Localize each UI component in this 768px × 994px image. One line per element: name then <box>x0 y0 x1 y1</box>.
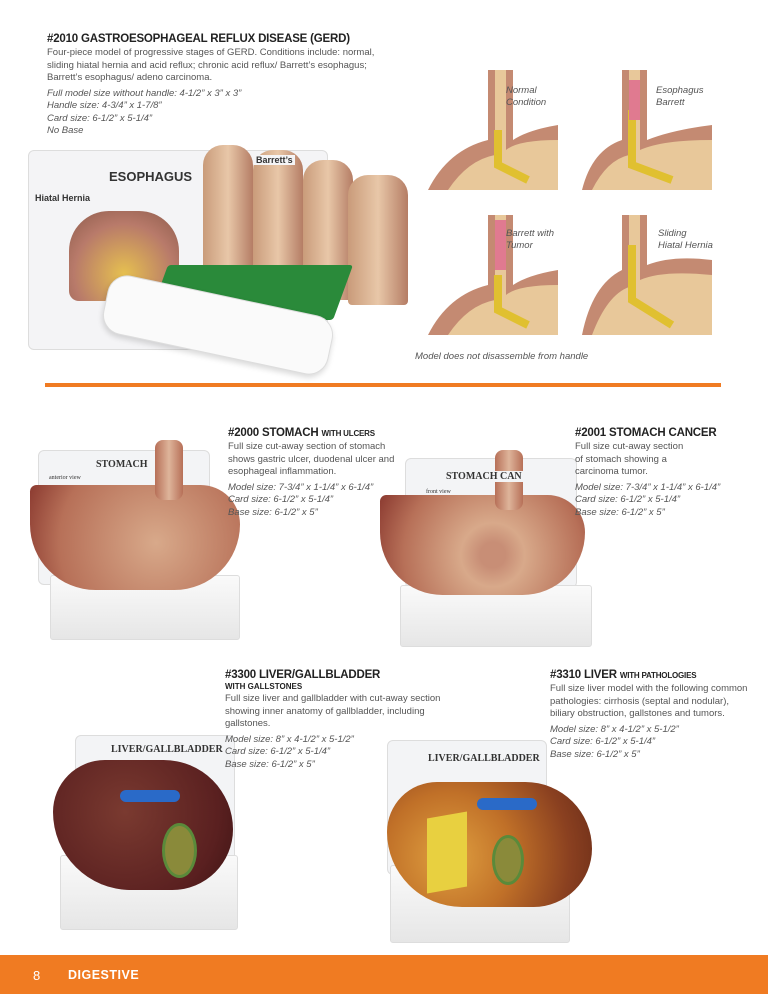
stomach-ulcers-title: #2000 STOMACH WITH ULCERS <box>228 427 408 439</box>
page-footer: 8 DIGESTIVE <box>0 955 768 994</box>
stomach-cancer-description: Full size cut-away section of stomach sh… <box>575 441 684 477</box>
spec-line: Card size: 6-1/2” x 5-1/4” <box>225 746 331 757</box>
card-title: ESOPHAGUS <box>109 169 193 184</box>
stomach-ulcers-image: STOMACH anterior view <box>30 440 245 645</box>
gerd-description: Four-piece model of progressive stages o… <box>47 47 375 83</box>
liver-pathologies-specs: Model size: 8” x 4-1/2” x 5-1/2” Card si… <box>550 724 750 762</box>
liver-pathologies-description: Full size liver model with the following… <box>550 683 748 719</box>
liver-gallbladder-image: LIVER/GALLBLADDER <box>50 735 250 935</box>
liver-gallbladder-specs: Model size: 8” x 4-1/2” x 5-1/2” Card si… <box>225 734 460 772</box>
card-label: Barrett’s <box>254 155 295 165</box>
liver-pathologies-section: #3310 LIVER WITH PATHOLOGIES Full size l… <box>550 669 750 761</box>
stomach-ulcers-section: #2000 STOMACH WITH ULCERS Full size cut-… <box>228 427 408 519</box>
card-label: front view <box>424 489 453 495</box>
spec-line: Handle size: 4-3/4” x 1-7/8” <box>47 100 162 111</box>
gerd-specs: Full model size without handle: 4-1/2” x… <box>47 88 377 138</box>
liver-pathologies-image: LIVER/GALLBLADDER <box>382 740 597 945</box>
panel-caption: Esophagus Barrett <box>656 85 704 108</box>
liver-gallbladder-description: Full size liver and gallbladder with cut… <box>225 693 441 729</box>
panel-barrett-with-tumor: Barrett with Tumor <box>418 215 560 335</box>
title-main: #3310 LIVER <box>550 669 617 681</box>
card-label: anterior view <box>47 475 83 481</box>
stomach-cancer-section: #2001 STOMACH CANCER Full size cut-away … <box>575 427 750 519</box>
section-divider <box>45 383 721 387</box>
gerd-section: #2010 GASTROESOPHAGEAL REFLUX DISEASE (G… <box>47 33 377 138</box>
panel-caption: Sliding Hiatal Hernia <box>658 228 713 251</box>
panel-esophagus-barrett: Esophagus Barrett <box>572 70 714 190</box>
title-main: #2000 STOMACH <box>228 427 319 439</box>
section-label: DIGESTIVE <box>68 968 140 982</box>
title-small: WITH ULCERS <box>321 429 376 438</box>
panel-caption: Normal Condition <box>506 85 547 108</box>
spec-line: Full model size without handle: 4-1/2” x… <box>47 87 242 99</box>
spec-line: Card size: 6-1/2” x 5-1/4” <box>228 494 334 505</box>
stomach-cancer-specs: Model size: 7-3/4” x 1-1/4” x 6-1/4” Car… <box>575 482 750 520</box>
spec-line: Model size: 8” x 4-1/2” x 5-1/2” <box>225 733 354 745</box>
liver-gallbladder-subtitle: WITH GALLSTONES <box>225 682 303 691</box>
gerd-model-image: ESOPHAGUS Hiatal Hernia Barrett’s <box>28 135 418 380</box>
spec-line: Model size: 7-3/4” x 1-1/4” x 6-1/4” <box>228 481 374 493</box>
spec-line: Base size: 6-1/2” x 5” <box>550 748 640 760</box>
spec-line: Model size: 7-3/4” x 1-1/4” x 6-1/4” <box>575 481 721 493</box>
stomach-ulcers-specs: Model size: 7-3/4” x 1-1/4” x 6-1/4” Car… <box>228 482 408 520</box>
liver-pathologies-title: #3310 LIVER WITH PATHOLOGIES <box>550 669 750 681</box>
stomach-cancer-title: #2001 STOMACH CANCER <box>575 427 717 439</box>
panel-sliding-hiatal-hernia: Sliding Hiatal Hernia <box>572 215 714 335</box>
stomach-ulcers-description: Full size cut-away section of stomach sh… <box>228 441 395 477</box>
spec-line: Card size: 6-1/2” x 5-1/4” <box>550 736 656 747</box>
card-label: Hiatal Hernia <box>35 193 91 203</box>
title-small: WITH PATHOLOGIES <box>619 671 697 680</box>
spec-line: Card size: 6-1/2” x 5-1/4” <box>47 112 153 124</box>
gerd-title: #2010 GASTROESOPHAGEAL REFLUX DISEASE (G… <box>47 33 350 45</box>
stomach-cancer-image: STOMACH CAN front view <box>380 450 595 650</box>
spec-line: Model size: 8” x 4-1/2” x 5-1/2” <box>550 723 679 735</box>
gerd-note: Model does not disassemble from handle <box>415 351 589 362</box>
card-title: LIVER/GALLBLADDER <box>428 753 540 764</box>
card-title: STOMACH <box>94 459 150 470</box>
panel-normal-condition: Normal Condition <box>418 70 560 190</box>
spec-line: Card size: 6-1/2” x 5-1/4” <box>575 494 681 505</box>
card-title: LIVER/GALLBLADDER <box>111 744 223 755</box>
spec-line: Base size: 6-1/2” x 5” <box>575 506 665 518</box>
spec-line: No Base <box>47 125 84 136</box>
spec-line: Base size: 6-1/2” x 5” <box>228 506 318 518</box>
panel-caption: Barrett with Tumor <box>506 228 555 251</box>
spec-line: Base size: 6-1/2” x 5” <box>225 758 315 770</box>
liver-gallbladder-section: #3300 LIVER/GALLBLADDER WITH GALLSTONES … <box>225 669 460 771</box>
card-title: STOMACH CAN <box>444 471 524 482</box>
page-number: 8 <box>33 968 41 983</box>
liver-gallbladder-title: #3300 LIVER/GALLBLADDER <box>225 669 381 681</box>
